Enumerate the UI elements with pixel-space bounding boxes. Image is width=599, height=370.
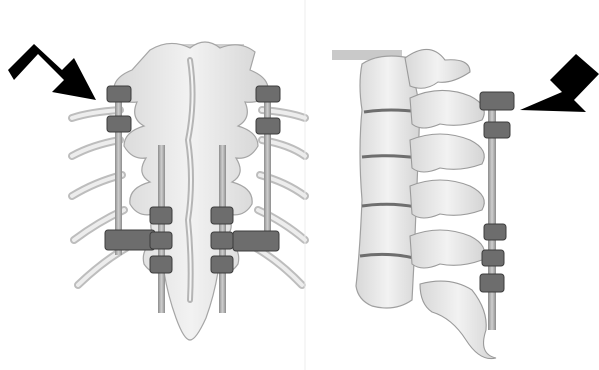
screw-connector	[105, 230, 155, 250]
lateral-spine-bodies	[356, 56, 420, 308]
screw-head	[107, 86, 131, 102]
screw-head	[150, 232, 172, 249]
screw-head	[256, 118, 280, 134]
screw-head	[256, 86, 280, 102]
screw-head	[482, 250, 504, 266]
screw-head	[211, 207, 233, 224]
rod-inner-left	[158, 145, 165, 313]
lateral-view-panel	[332, 49, 599, 358]
arrow-icon	[520, 54, 599, 112]
posterior-view-panel	[8, 42, 305, 340]
screw-connector	[233, 231, 279, 251]
screw-head	[150, 207, 172, 224]
ribs-right	[256, 110, 305, 285]
lateral-screw-heads	[480, 92, 514, 292]
screw-head	[150, 256, 172, 273]
screw-head	[480, 92, 514, 110]
arrow-icon	[8, 44, 96, 100]
screw-head	[211, 256, 233, 273]
rod-inner-right	[219, 145, 226, 313]
screw-head	[484, 224, 506, 240]
rod-outer-right	[264, 90, 271, 250]
screw-head	[480, 274, 504, 292]
screw-head	[484, 122, 510, 138]
screw-head	[107, 116, 131, 132]
screw-head	[211, 232, 233, 249]
